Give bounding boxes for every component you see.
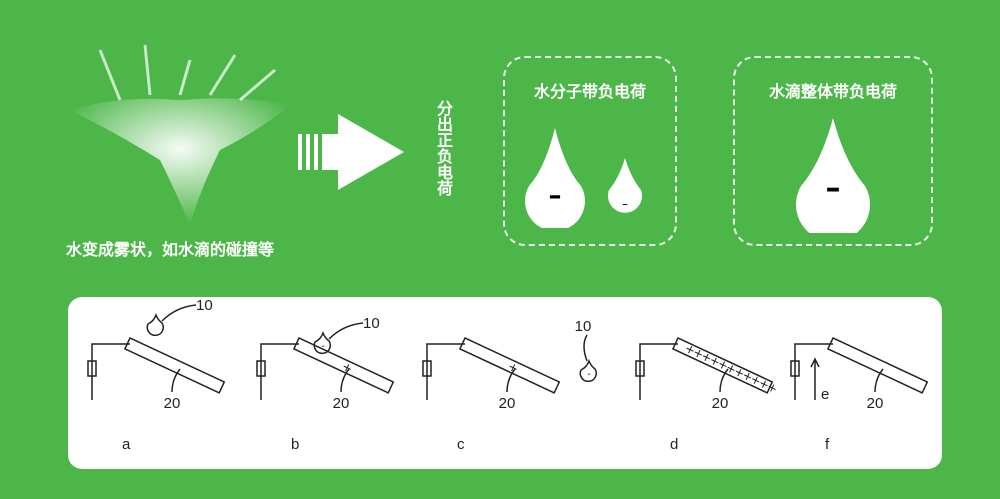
drop-icon: – xyxy=(796,118,870,233)
plank-charge: + xyxy=(340,359,355,376)
figure-letter: a xyxy=(122,436,131,453)
molecule-charge-box: 水分子带负电荷 – – xyxy=(503,56,677,246)
droplet-ref-label: 10 xyxy=(196,297,213,314)
plank-ref-label: 20 xyxy=(499,395,516,412)
plank-ref-label: 20 xyxy=(712,395,729,412)
right-arrow-icon xyxy=(298,114,404,190)
plank-charge: + xyxy=(506,359,521,376)
figure-d: 20 d +++++++++++ xyxy=(635,337,779,453)
figure-letter: c xyxy=(457,436,465,453)
wire xyxy=(260,343,299,400)
resistor xyxy=(635,360,645,377)
figure-letter: b xyxy=(291,436,299,453)
plank xyxy=(458,337,561,394)
figure-letter: d xyxy=(670,436,678,453)
droplet-ref-label: 10 xyxy=(363,315,380,332)
wire xyxy=(91,343,130,400)
current-arrow-icon xyxy=(810,357,820,400)
figure-c: 20 c + - 10 xyxy=(422,318,598,453)
droplet-charge: - xyxy=(321,341,325,352)
plank-ref-label: 20 xyxy=(333,395,350,412)
leader-line xyxy=(161,304,197,322)
resistor xyxy=(422,360,432,377)
leader-line xyxy=(874,368,884,393)
plank xyxy=(123,337,226,394)
wire xyxy=(426,343,465,400)
plank-ref-label: 20 xyxy=(164,395,181,412)
plank xyxy=(826,337,929,394)
droplet-charge: - xyxy=(587,369,591,380)
plank xyxy=(292,337,395,394)
water-splash-image xyxy=(70,44,290,225)
box-title: 水分子带负电荷 xyxy=(533,82,646,101)
drops-icon: – – xyxy=(525,128,642,228)
negative-sign: – xyxy=(549,181,562,211)
leader-line xyxy=(171,368,181,393)
left-caption: 水变成雾状，如水滴的碰撞等 xyxy=(66,240,275,259)
current-label: e xyxy=(821,386,829,403)
figure-a: 20 a 10 xyxy=(87,297,226,453)
droplet xyxy=(146,312,165,337)
plank-charge: +++++++++++ xyxy=(683,341,779,396)
resistor xyxy=(87,360,97,377)
plank xyxy=(671,337,774,394)
wire xyxy=(794,343,833,400)
box-title: 水滴整体带负电荷 xyxy=(768,82,897,101)
wire xyxy=(639,343,678,400)
droplet xyxy=(313,330,332,355)
droplet-charge-box: 水滴整体带负电荷 – xyxy=(733,56,933,246)
plank-ref-label: 20 xyxy=(867,395,884,412)
leader-line xyxy=(583,334,588,362)
resistor xyxy=(790,360,800,377)
leader-line xyxy=(506,368,516,393)
leader-line xyxy=(340,368,350,393)
figure-b: 20 b + - 10 xyxy=(256,315,395,453)
leader-line xyxy=(328,322,364,340)
negative-sign: – xyxy=(826,171,841,206)
leader-line xyxy=(719,368,729,393)
negative-sign-small: – xyxy=(622,197,628,211)
figure-letter: f xyxy=(825,436,830,453)
droplet xyxy=(579,358,598,383)
droplet-ref-label: 10 xyxy=(575,318,592,335)
figure-f: 20 f e xyxy=(790,337,929,453)
arrow-label: 分出正负电荷 xyxy=(434,100,453,196)
resistor xyxy=(256,360,266,377)
